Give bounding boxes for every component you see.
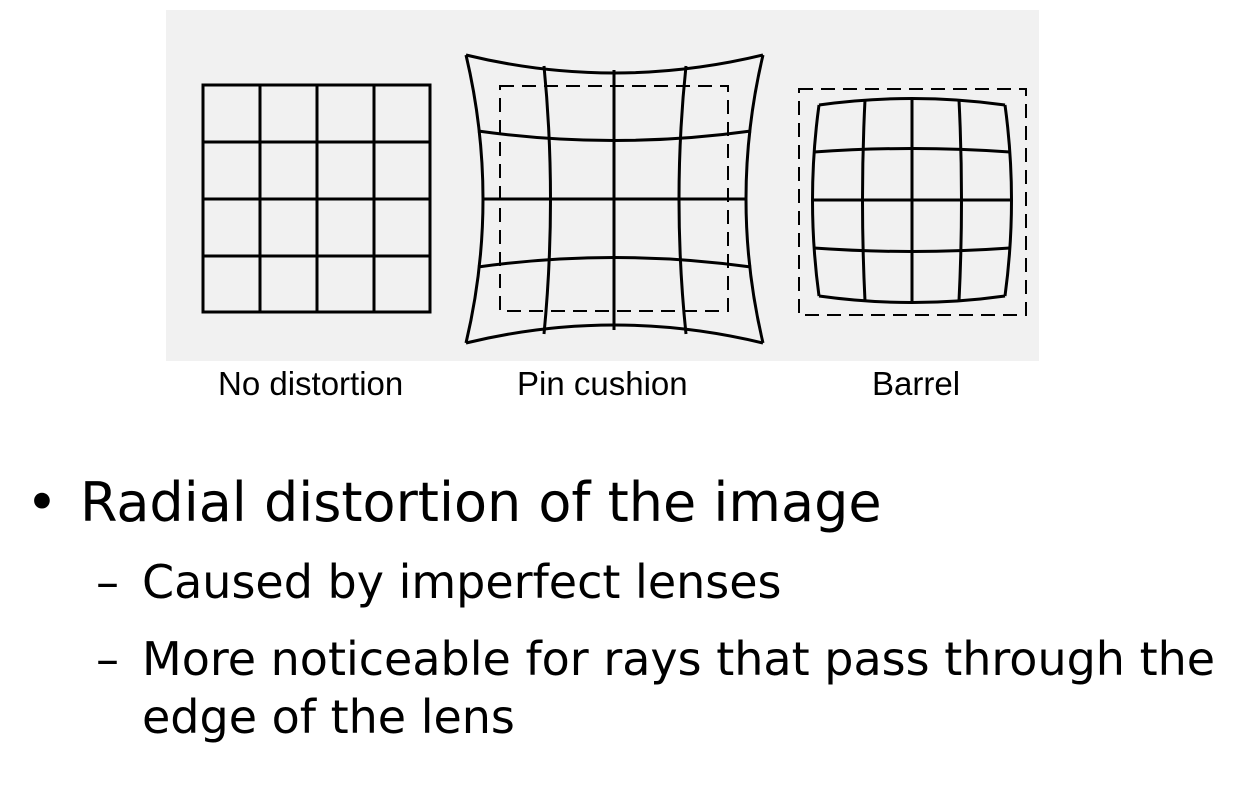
sub-bullet-1-text: Caused by imperfect lenses	[142, 555, 782, 609]
sub-bullet-2-text: More noticeable for rays that pass throu…	[142, 632, 1216, 686]
caption-pincushion: Pin cushion	[517, 365, 688, 402]
caption-no-distortion: No distortion	[218, 365, 404, 402]
sub-bullet-2-continuation: edge of the lens	[142, 690, 515, 744]
sub-bullet-marker: –	[96, 555, 119, 609]
no-distortion-grid	[201, 83, 432, 314]
sub-bullet-1: –Caused by imperfect lenses	[96, 553, 782, 611]
barrel-reference-square	[798, 88, 1027, 316]
sub-bullet-marker: –	[96, 632, 119, 686]
pincushion-grid	[464, 53, 765, 345]
sub-bullet-2: –More noticeable for rays that pass thro…	[96, 630, 1215, 688]
main-bullet: • Radial distortion of the image	[26, 470, 882, 536]
caption-barrel: Barrel	[872, 365, 961, 402]
main-bullet-text: Radial distortion of the image	[80, 471, 882, 534]
bullet-marker: •	[26, 471, 58, 534]
barrel-grid	[798, 88, 1027, 316]
